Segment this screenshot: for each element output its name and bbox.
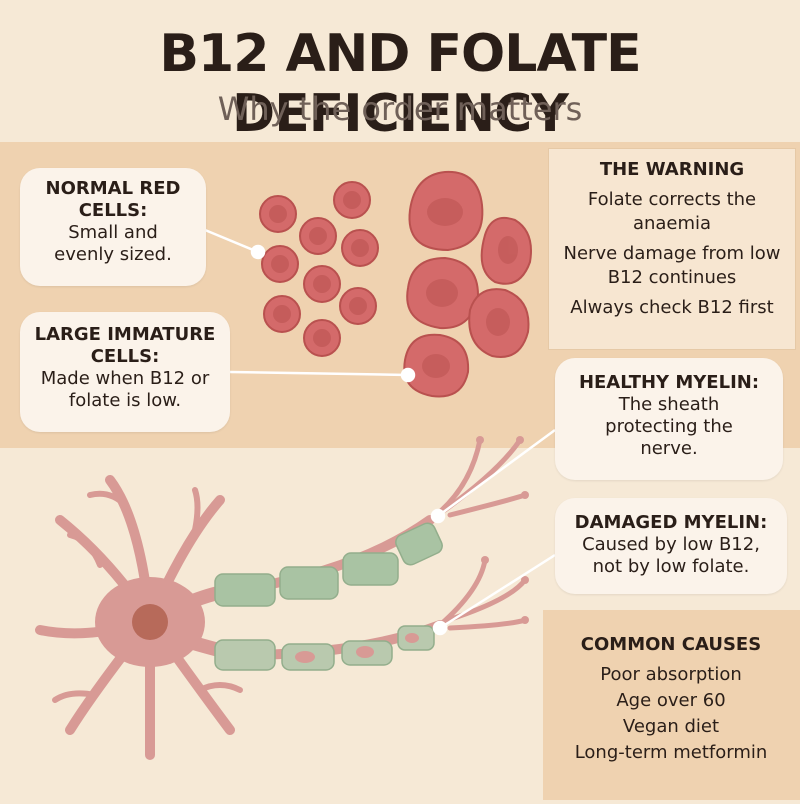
- large-cells-pointer-dot: [400, 367, 416, 383]
- damaged-myelin-callout: DAMAGED MYELIN: Caused by low B12, not b…: [555, 498, 787, 594]
- damaged-myelin-heading: DAMAGED MYELIN:: [574, 512, 768, 533]
- large-immature-cells: [403, 170, 532, 398]
- cause-item: Poor absorption: [600, 664, 742, 685]
- damaged-myelin-body: Caused by low B12, not by low folate.: [582, 534, 760, 577]
- causes-band-background: [543, 610, 800, 800]
- common-causes-panel: COMMON CAUSES Poor absorption Age over 6…: [548, 620, 794, 804]
- warning-panel: THE WARNING Folate corrects the anaemia …: [548, 148, 796, 350]
- damaged-myelin-pointer-dot: [432, 620, 448, 636]
- healthy-myelin-pointer-dot: [430, 508, 446, 524]
- warning-heading: THE WARNING: [599, 159, 745, 180]
- cause-item: Age over 60: [616, 690, 726, 711]
- damaged-myelin-sheath: [214, 625, 435, 671]
- healthy-myelin-callout: HEALTHY MYELIN: The sheath protecting th…: [555, 358, 783, 480]
- healthy-myelin-heading: HEALTHY MYELIN:: [578, 372, 760, 393]
- warning-line-3: Always check B12 first: [570, 297, 774, 318]
- normal-cells-body: Small and evenly sized.: [54, 222, 172, 265]
- normal-red-cells-callout: NORMAL RED CELLS: Small and evenly sized…: [20, 168, 206, 286]
- normal-red-cells: [259, 181, 379, 357]
- large-immature-cells-callout: LARGE IMMATURE CELLS: Made when B12 or f…: [20, 312, 230, 432]
- healthy-myelin-body: The sheath protecting the nerve.: [605, 394, 733, 459]
- normal-cells-heading: NORMAL RED CELLS:: [45, 178, 181, 221]
- large-cells-body: Made when B12 or folate is low.: [40, 368, 210, 411]
- warning-line-1: Folate corrects the anaemia: [587, 189, 757, 234]
- causes-heading: COMMON CAUSES: [580, 634, 762, 655]
- page-subtitle: Why the order matters: [217, 90, 583, 128]
- warning-line-2: Nerve damage from low B12 continues: [563, 243, 781, 288]
- cause-item: Long-term metformin: [574, 742, 768, 763]
- large-cells-heading: LARGE IMMATURE CELLS:: [34, 324, 216, 367]
- cause-item: Vegan diet: [622, 716, 720, 737]
- healthy-myelin-sheath: [214, 522, 443, 607]
- normal-cells-pointer-dot: [250, 244, 266, 260]
- page-title: B12 AND FOLATE DEFICIENCY: [159, 24, 641, 144]
